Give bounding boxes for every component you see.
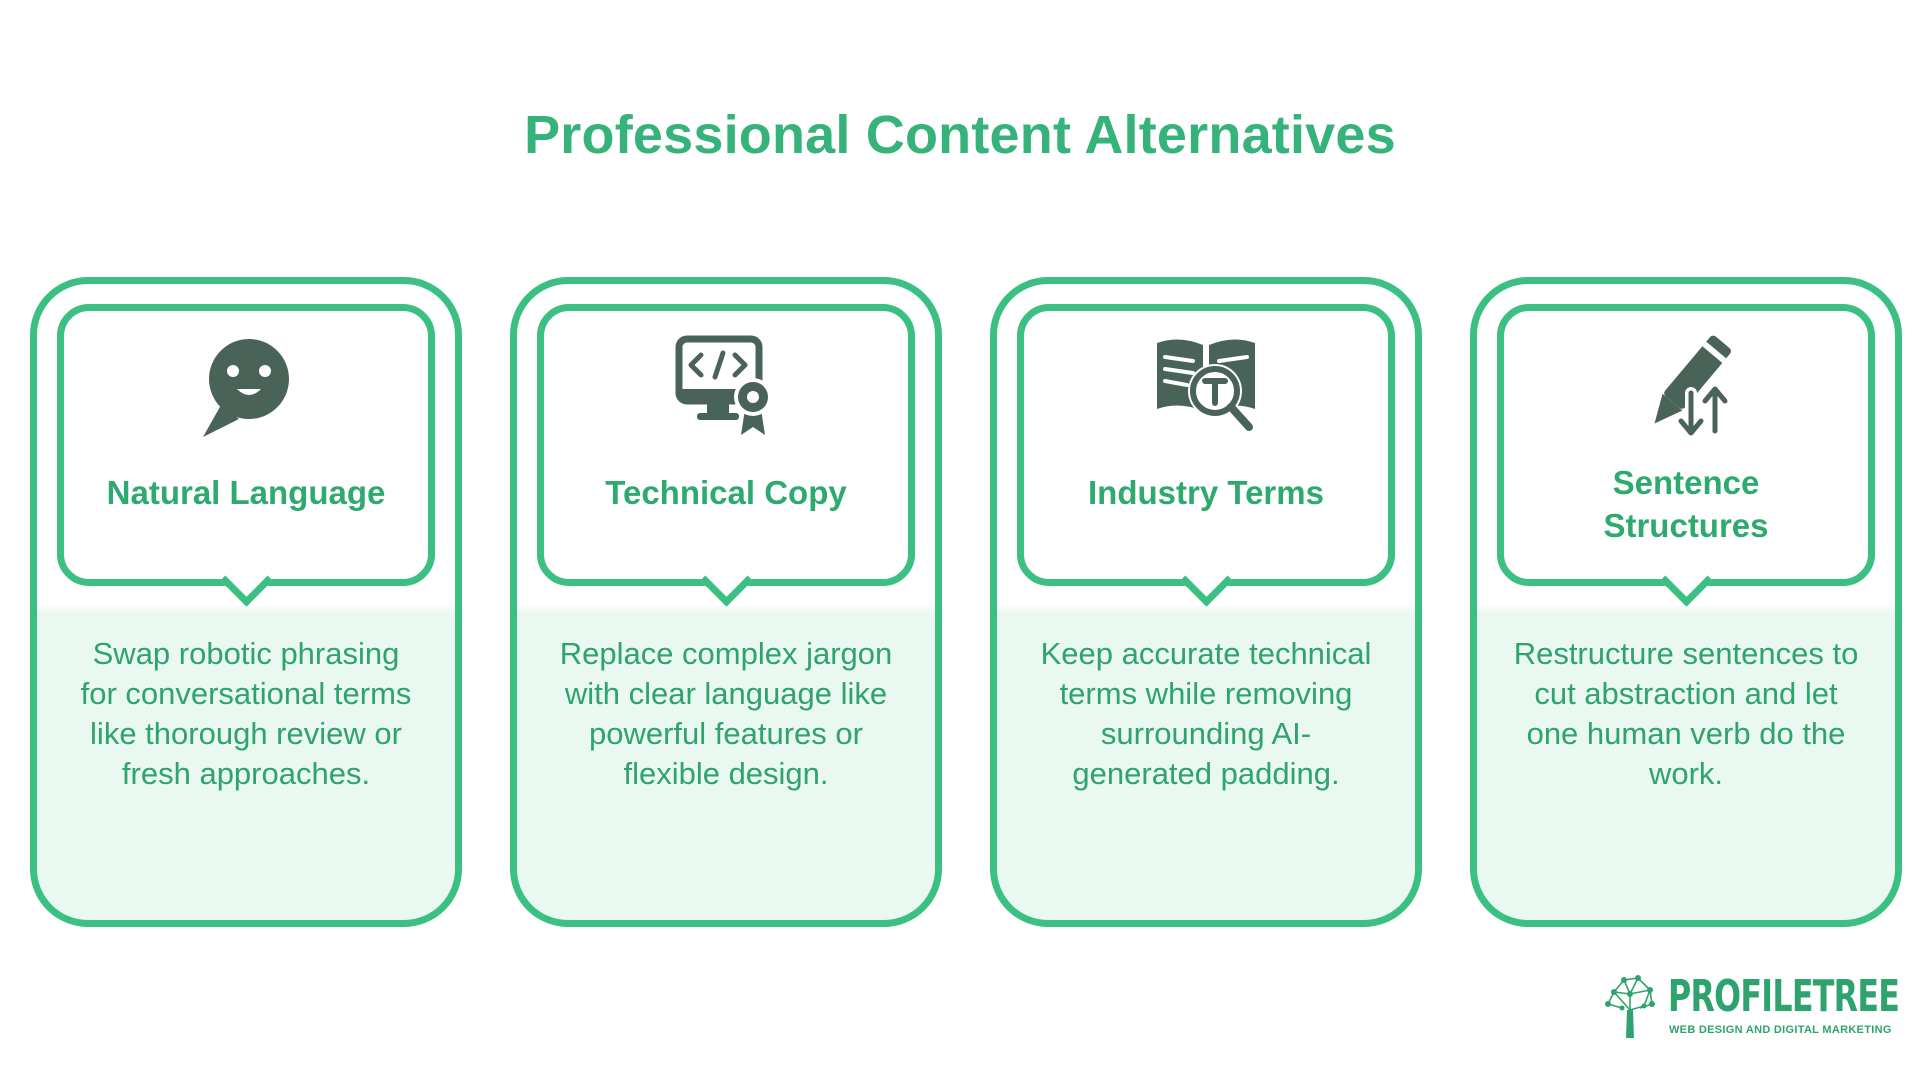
card-natural-language: Natural Language Swap robotic phrasing f… <box>30 277 462 927</box>
card-pointer <box>700 554 753 607</box>
card-pointer <box>1180 554 1233 607</box>
card-description: Swap robotic phrasing for conversational… <box>80 636 412 791</box>
card-header: Natural Language <box>57 304 435 607</box>
card-pointer <box>220 554 273 607</box>
code-monitor-badge-icon <box>671 331 781 441</box>
book-search-icon <box>1151 331 1261 441</box>
card-pointer <box>1660 554 1713 607</box>
card-title: Industry Terms <box>1088 474 1324 511</box>
card-title: Natural Language <box>106 474 386 511</box>
page-title: Professional Content Alternatives <box>524 105 1396 165</box>
card-header: Sentence Structures <box>1497 304 1875 607</box>
logo-wordmark: PROFILETREE <box>1668 971 1900 1022</box>
card-header: Industry Terms <box>1017 304 1395 607</box>
card-description: Keep accurate technical terms while remo… <box>1040 636 1372 791</box>
card-technical-copy: Technical Copy Replace complex jargon wi… <box>510 277 942 927</box>
tree-icon <box>1600 970 1660 1040</box>
card-header: Technical Copy <box>537 304 915 607</box>
card-description: Replace complex jargon with clear langua… <box>559 636 893 791</box>
logo-tagline: WEB DESIGN AND DIGITAL MARKETING <box>1669 1024 1892 1036</box>
card-industry-terms: Industry Terms Keep accurate technical t… <box>990 277 1422 927</box>
card-sentence-structures: Sentence Structures Restructure sentence… <box>1470 277 1902 927</box>
card-description: Restructure sentences to cut abstraction… <box>1513 636 1859 791</box>
card-title: Technical Copy <box>605 474 847 511</box>
smiley-chat-bubble-icon <box>191 331 301 441</box>
profiletree-logo: PROFILETREE WEB DESIGN AND DIGITAL MARKE… <box>1600 970 1910 1040</box>
card-title: Sentence Structures <box>1603 464 1769 544</box>
pencil-sort-arrows-icon <box>1631 331 1741 441</box>
